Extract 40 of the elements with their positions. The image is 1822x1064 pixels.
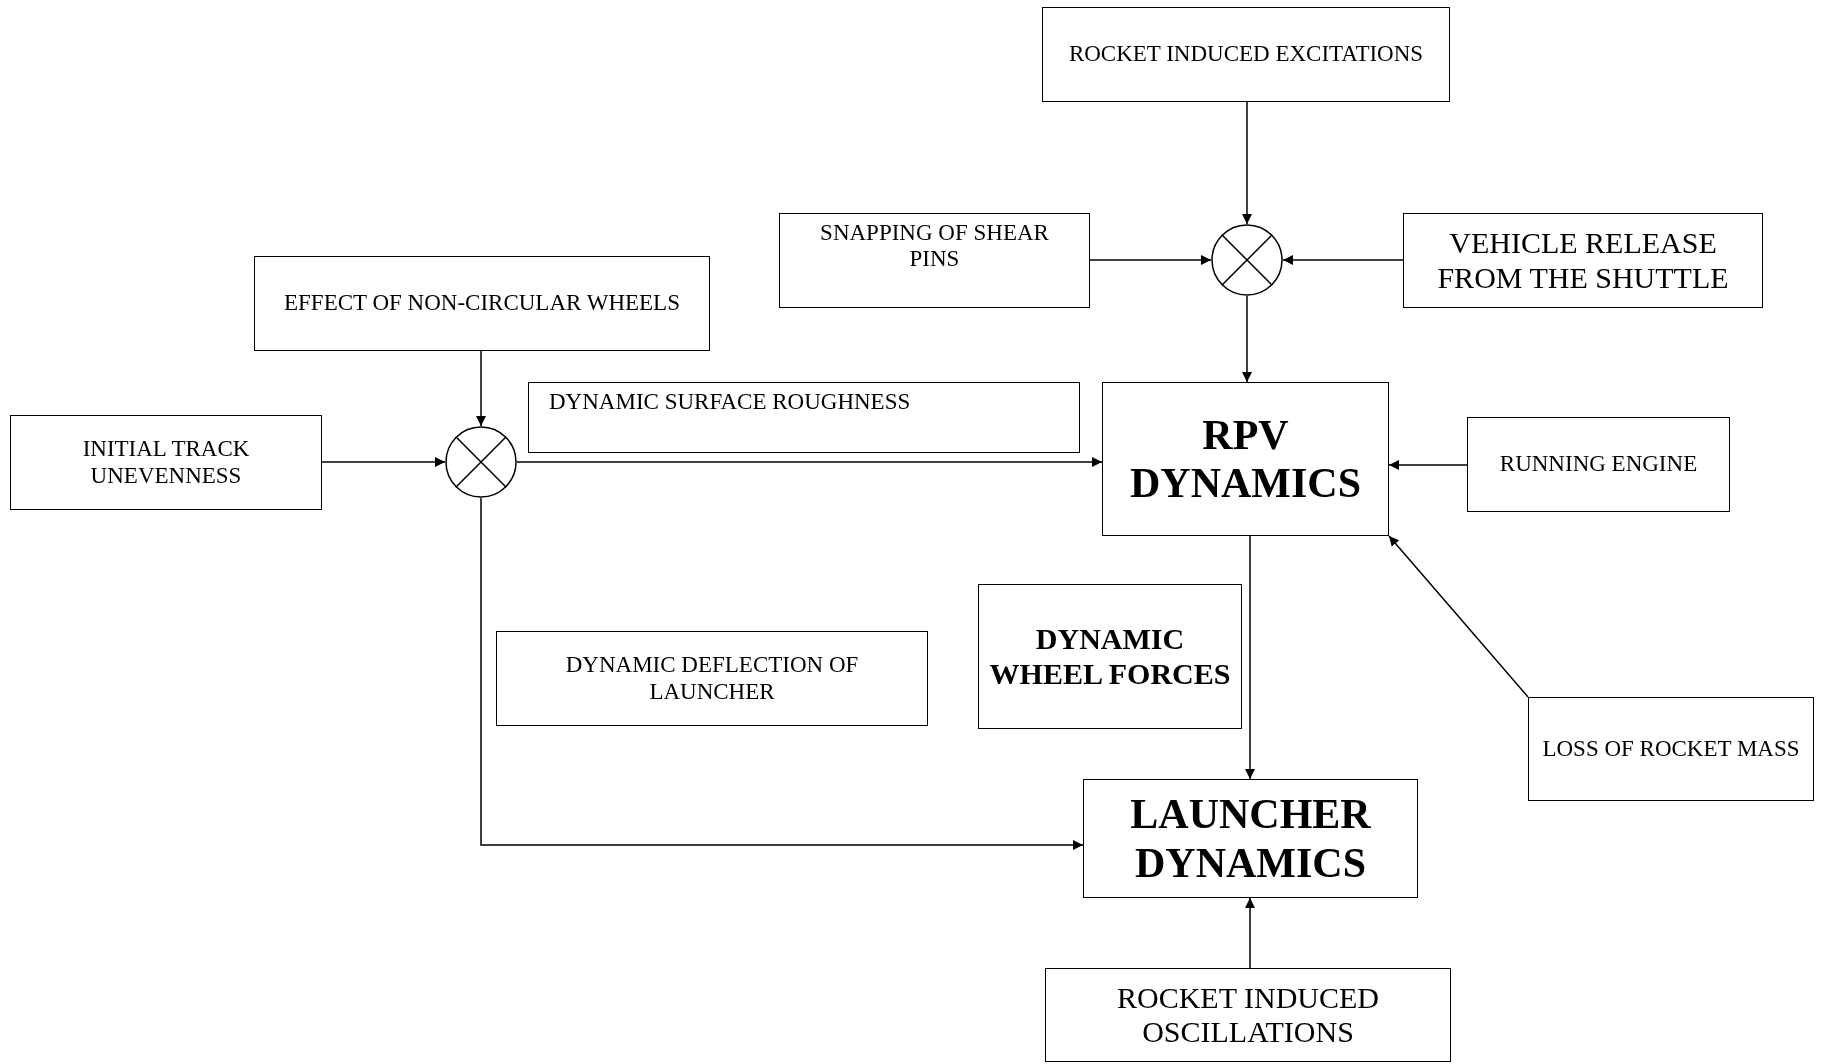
block-box xyxy=(10,415,322,510)
block-box xyxy=(1102,382,1389,536)
block-label: EFFECT OF NON-CIRCULAR WHEELS xyxy=(284,290,680,317)
block-label: SNAPPING OF SHEAR PINS xyxy=(819,220,1050,273)
block-label: ROCKET INDUCED EXCITATIONS xyxy=(1068,41,1424,68)
block-box xyxy=(1528,697,1814,801)
arrow xyxy=(476,350,486,427)
block-label: INITIAL TRACK UNEVENNESS xyxy=(81,436,251,489)
block-label: LOSS OF ROCKET MASS xyxy=(1542,735,1800,763)
block-box xyxy=(254,256,710,351)
arrow xyxy=(516,457,1103,467)
arrow xyxy=(1242,295,1252,383)
summing-junction xyxy=(445,426,517,498)
block-box xyxy=(978,584,1242,729)
block-box xyxy=(779,213,1090,308)
block-box xyxy=(528,382,1080,453)
arrow xyxy=(1245,897,1255,969)
arrow xyxy=(1282,255,1404,265)
block-label: DYNAMIC WHEEL FORCES xyxy=(988,622,1232,691)
arrow xyxy=(1242,101,1252,225)
arrow xyxy=(1388,535,1529,698)
block-label: RUNNING ENGINE xyxy=(1499,451,1698,478)
block-box xyxy=(1083,779,1418,898)
block-label: DYNAMIC SURFACE ROUGHNESS xyxy=(549,389,911,416)
arrow xyxy=(480,497,1084,850)
block-label: DYNAMIC DEFLECTION OF LAUNCHER xyxy=(564,652,860,705)
block-label: LAUNCHER DYNAMICS xyxy=(1129,790,1372,887)
block-label: RPV DYNAMICS xyxy=(1129,410,1362,508)
arrow xyxy=(321,457,446,467)
block-box xyxy=(1467,417,1730,512)
arrow xyxy=(1089,255,1212,265)
block-label: VEHICLE RELEASE FROM THE SHUTTLE xyxy=(1436,226,1730,295)
block-box xyxy=(1045,968,1451,1062)
summing-junction xyxy=(1211,224,1283,296)
block-label: ROCKET INDUCED OSCILLATIONS xyxy=(1116,980,1380,1050)
arrow xyxy=(1245,535,1255,780)
block-box xyxy=(496,631,928,726)
block-box xyxy=(1042,7,1450,102)
arrow xyxy=(1388,460,1468,470)
block-box xyxy=(1403,213,1763,308)
